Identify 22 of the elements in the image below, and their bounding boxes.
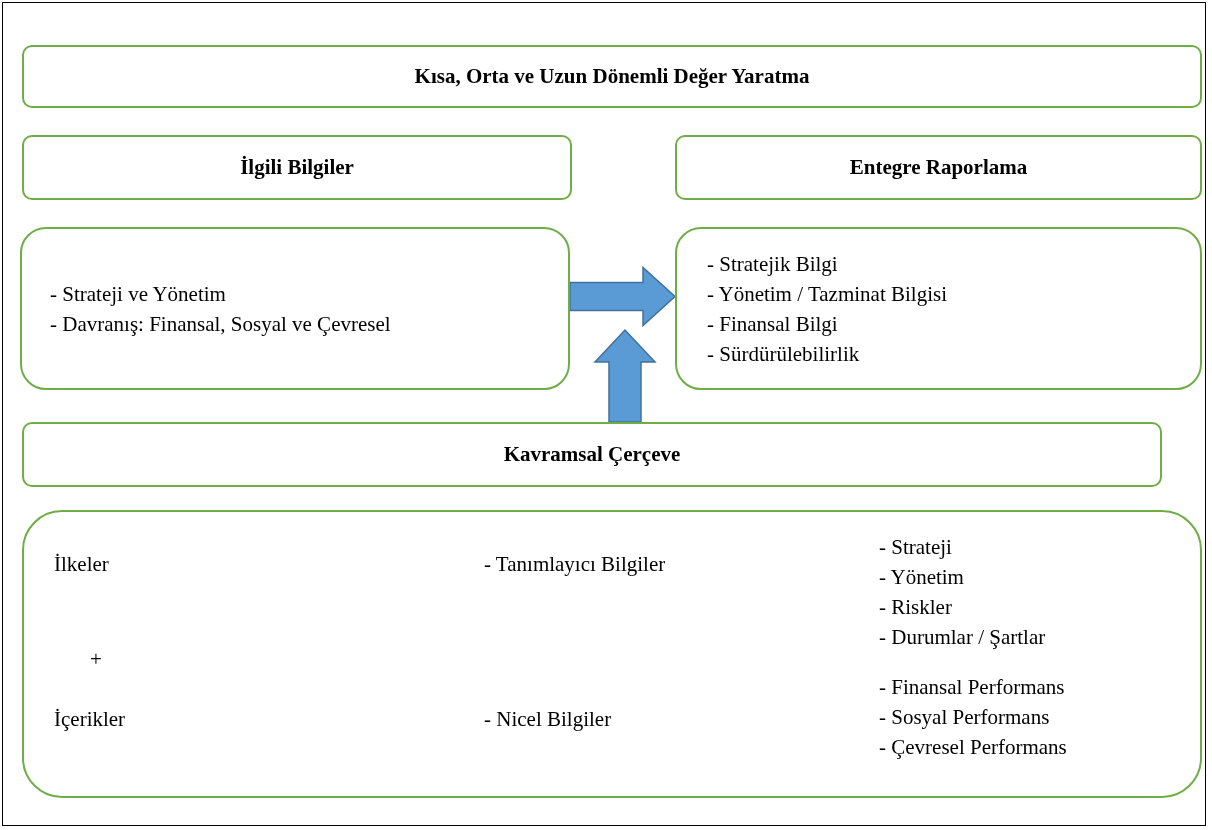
block-arrow xyxy=(569,265,677,328)
text-box xyxy=(675,227,1202,390)
item-text: İlkeler xyxy=(54,552,109,577)
heading-box: Entegre Raporlama xyxy=(675,135,1202,200)
list-item: - Davranış: Finansal, Sosyal ve Çevresel xyxy=(50,310,392,338)
text-box xyxy=(20,227,570,390)
heading-box: Kısa, Orta ve Uzun Dönemli Değer Yaratma xyxy=(22,45,1202,108)
item-text: - Nicel Bilgiler xyxy=(484,707,612,732)
list-item: - Yönetim / Tazminat Bilgisi xyxy=(707,280,948,308)
heading-box: İlgili Bilgiler xyxy=(22,135,572,200)
heading-box: Kavramsal Çerçeve xyxy=(22,422,1162,487)
list-item: - Stratejik Bilgi xyxy=(707,250,839,278)
item-text: İçerikler xyxy=(54,707,126,732)
item-text: - Tanımlayıcı Bilgiler xyxy=(484,552,666,577)
list-item: - Finansal Bilgi xyxy=(707,310,839,338)
list-item: - Sürdürülebilirlik xyxy=(707,340,861,368)
plus-sign: + xyxy=(90,647,102,672)
bullet-list: - Strateji - Yönetim - Riskler - Durumlar / Şartlar xyxy=(879,532,1046,652)
block-arrow xyxy=(593,328,657,423)
content-box xyxy=(22,510,1202,798)
bullet-list: - Finansal Performans - Sosyal Performans - Çevresel Performans xyxy=(879,672,1067,762)
list-item: - Strateji ve Yönetim xyxy=(50,280,227,308)
